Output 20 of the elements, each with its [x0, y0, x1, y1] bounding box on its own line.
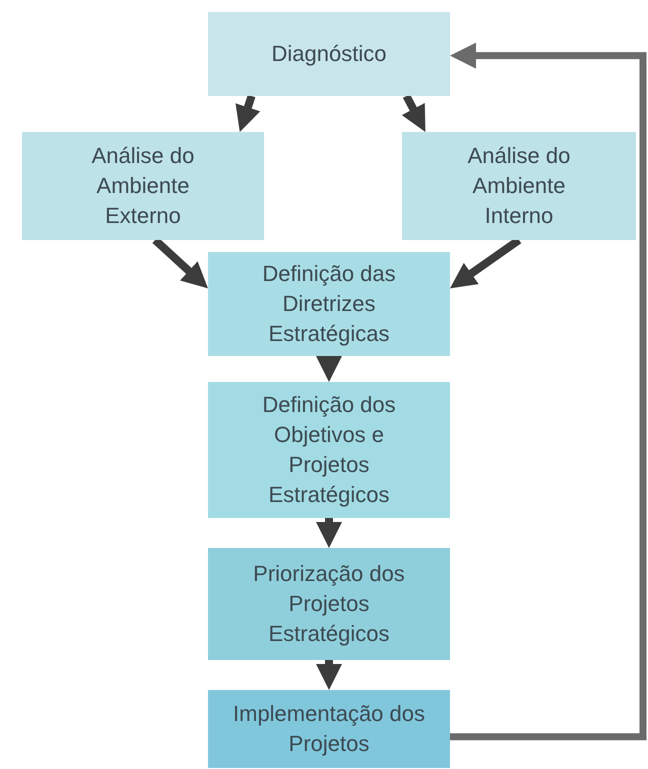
process-box: [208, 382, 450, 518]
box-label: Análise do Ambiente Interno: [466, 142, 572, 230]
arrow: [236, 94, 260, 132]
process-box: [208, 690, 450, 768]
process-box: [208, 12, 450, 96]
box-label: Implementação dos Projetos: [232, 700, 426, 758]
process-box: [402, 132, 636, 240]
arrow: [402, 94, 426, 132]
box-label: Diagnóstico: [272, 40, 386, 68]
arrow: [450, 42, 646, 740]
box-label: Definição das Diretrizes Estratégicas: [261, 260, 397, 348]
box-label: Definição dos Objetivos e Projetos Estratégicos: [261, 391, 397, 509]
box-label: Análise do Ambiente Externo: [90, 142, 196, 230]
arrow: [316, 356, 342, 382]
box-label: Priorização dos Projetos Estratégicos: [252, 560, 406, 648]
arrow: [316, 660, 342, 690]
process-box: [22, 132, 264, 240]
process-box: [208, 252, 450, 356]
arrow: [316, 518, 342, 548]
process-box: [208, 548, 450, 660]
